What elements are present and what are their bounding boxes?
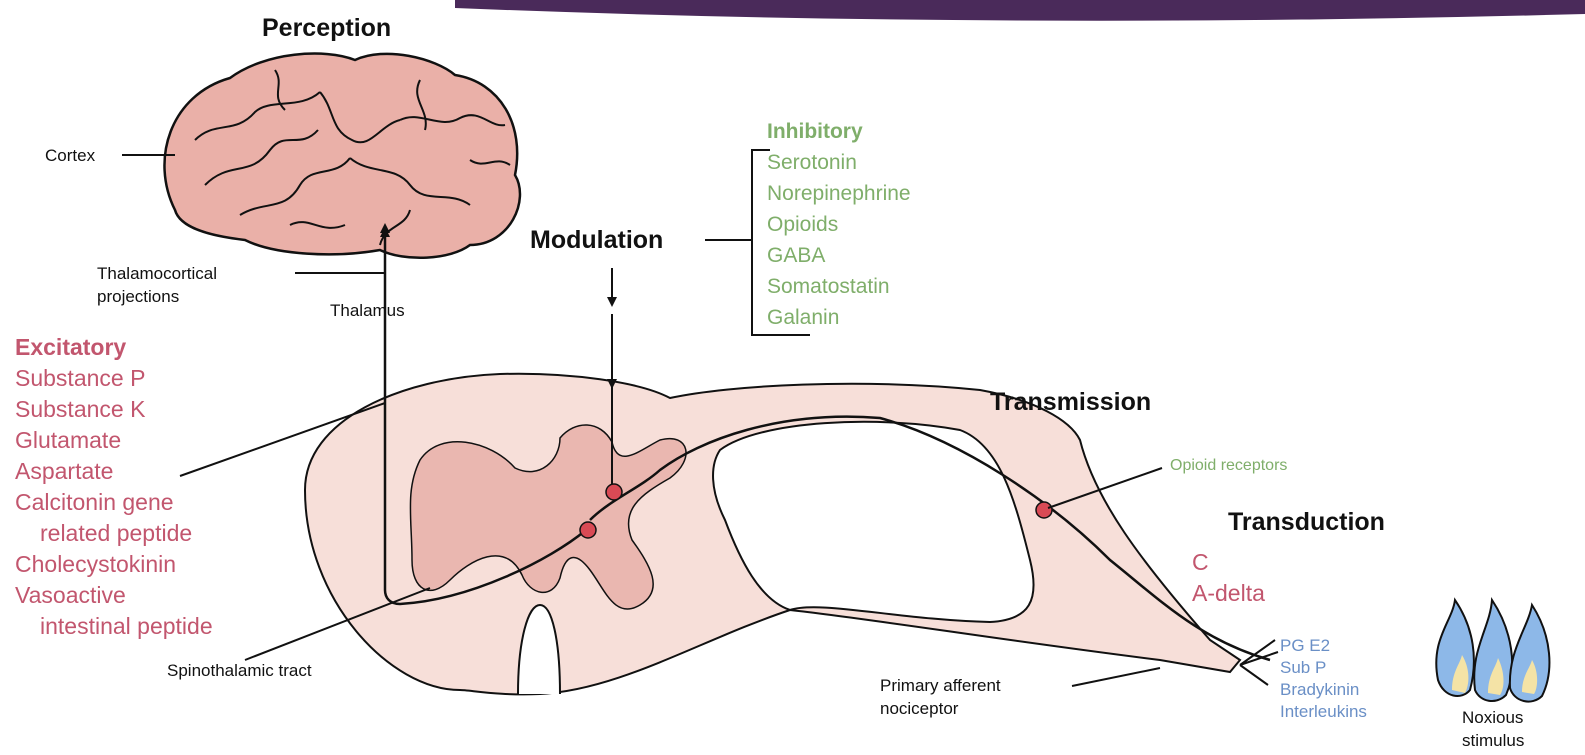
excitatory-title: Excitatory xyxy=(15,334,126,360)
opioid-receptors-label: Opioid receptors xyxy=(1170,457,1287,474)
mediator-item: Sub P xyxy=(1280,658,1326,677)
inhibitory-item: Norepinephrine xyxy=(767,182,911,205)
thalamus-label: Thalamus xyxy=(330,301,405,320)
brain-outline xyxy=(164,54,520,258)
inhibitory-list: Inhibitory Serotonin Norepinephrine Opio… xyxy=(767,120,911,329)
noxious-label-line2: stimulus xyxy=(1462,731,1524,750)
modulation-heading: Modulation xyxy=(530,226,663,254)
perception-heading: Perception xyxy=(262,14,391,42)
primary-afferent-leader xyxy=(1072,668,1160,686)
fiber-type: C xyxy=(1192,549,1209,575)
noxious-label-line1: Noxious xyxy=(1462,708,1523,727)
transduction-heading: Transduction xyxy=(1228,508,1385,536)
inhibitory-item: GABA xyxy=(767,244,825,267)
dorsal-horn-synapse-lower xyxy=(580,522,596,538)
excitatory-item: Glutamate xyxy=(15,427,121,453)
mediator-item: Bradykinin xyxy=(1280,680,1359,699)
mediator-list: PG E2 Sub P Bradykinin Interleukins xyxy=(1280,636,1367,721)
primary-afferent-label-line1: Primary afferent xyxy=(880,676,1001,695)
opioid-receptor-synapse xyxy=(1036,502,1052,518)
excitatory-item: Substance K xyxy=(15,396,146,422)
cortex-label: Cortex xyxy=(45,146,96,165)
excitatory-item: Aspartate xyxy=(15,458,113,484)
inhibitory-item: Opioids xyxy=(767,213,838,236)
flame-icon xyxy=(1436,600,1549,702)
inhibitory-item: Serotonin xyxy=(767,151,857,174)
excitatory-list: Excitatory Substance P Substance K Gluta… xyxy=(15,334,213,639)
inhibitory-item: Somatostatin xyxy=(767,275,890,298)
excitatory-item: Cholecystokinin xyxy=(15,551,176,577)
brain xyxy=(164,54,520,258)
excitatory-item: intestinal peptide xyxy=(40,613,213,639)
excitatory-item: Calcitonin gene xyxy=(15,489,174,515)
excitatory-item: Substance P xyxy=(15,365,145,391)
dorsal-horn-synapse-upper xyxy=(606,484,622,500)
spinothalamic-label: Spinothalamic tract xyxy=(167,661,312,680)
fiber-type: A-delta xyxy=(1192,580,1265,606)
inhibitory-title: Inhibitory xyxy=(767,120,863,143)
transmission-heading: Transmission xyxy=(990,388,1151,416)
fiber-types: C A-delta xyxy=(1192,549,1265,606)
thalamocortical-label-line1: Thalamocortical xyxy=(97,264,217,283)
excitatory-item: Vasoactive xyxy=(15,582,126,608)
mediator-item: PG E2 xyxy=(1280,636,1330,655)
top-banner xyxy=(455,0,1585,21)
mediator-item: Interleukins xyxy=(1280,702,1367,721)
thalamocortical-label-line2: projections xyxy=(97,287,179,306)
excitatory-item: related peptide xyxy=(40,520,192,546)
inhibitory-item: Galanin xyxy=(767,306,839,329)
primary-afferent-label-line2: nociceptor xyxy=(880,699,959,718)
